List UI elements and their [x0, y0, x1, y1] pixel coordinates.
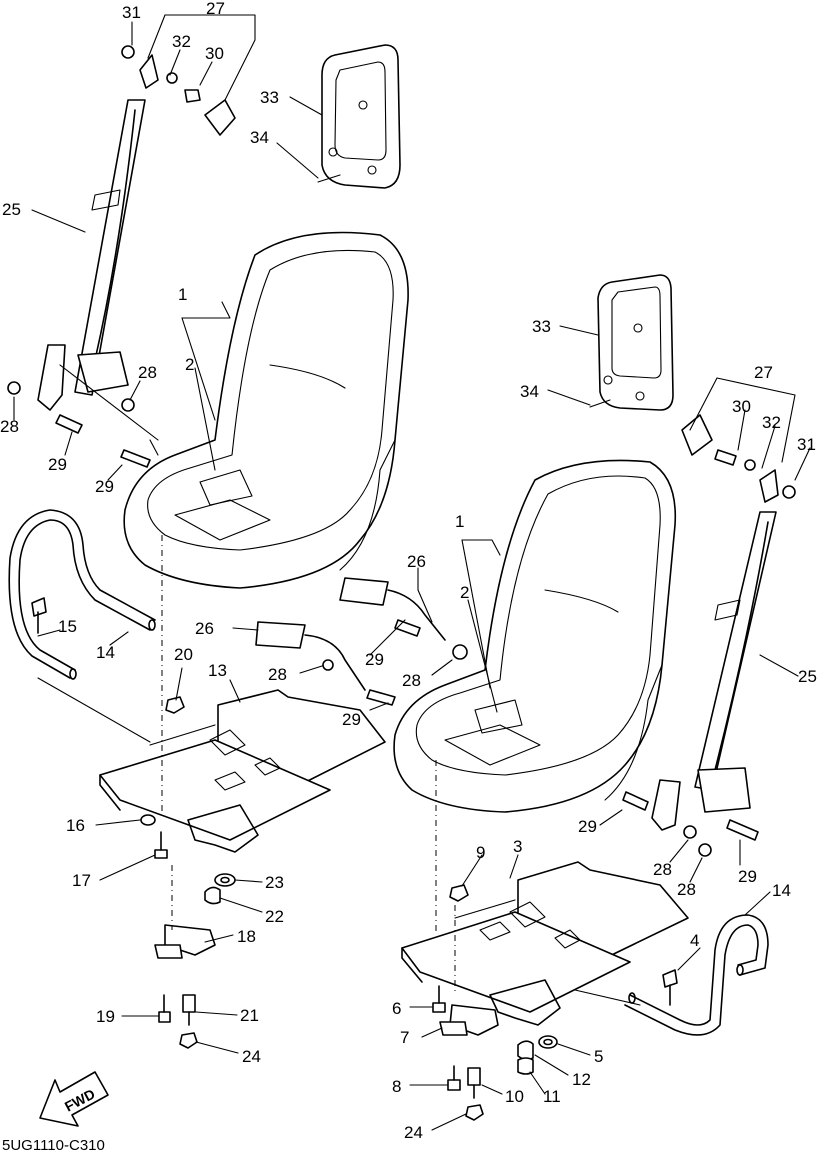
callout-14: 14 [96, 643, 115, 662]
base-plate-right [401, 861, 689, 1026]
callout-28: 28 [0, 417, 19, 436]
callout-29: 29 [342, 710, 361, 729]
grab-bar-left [8, 509, 156, 680]
bolt-15 [31, 597, 47, 634]
callout-13: 13 [208, 661, 227, 680]
seatbelt-left [7, 45, 236, 468]
callout-14: 14 [772, 881, 791, 900]
bracket-18 [154, 924, 216, 959]
callout-10: 10 [505, 1087, 524, 1106]
stud-10 [467, 1067, 481, 1099]
callout-27: 27 [754, 363, 773, 382]
washer-5 [538, 1035, 558, 1049]
pin-34-left [317, 174, 341, 183]
bolt-4 [662, 969, 678, 1006]
bracket-7 [439, 1004, 499, 1036]
callout-28: 28 [677, 880, 696, 899]
buckle-left [255, 621, 396, 706]
callout-29: 29 [365, 650, 384, 669]
callout-28: 28 [268, 665, 287, 684]
stud-21 [182, 994, 196, 1026]
nut-24-left [179, 1032, 198, 1049]
callout-32: 32 [172, 32, 191, 51]
headrest-right [597, 274, 674, 411]
callout-30: 30 [732, 397, 751, 416]
callout-16: 16 [66, 816, 85, 835]
callout-33: 33 [532, 317, 551, 336]
buckle-right [339, 577, 468, 660]
bolt-8 [447, 1065, 461, 1091]
callout-11: 11 [543, 1087, 561, 1106]
bolt-6 [432, 985, 446, 1013]
callout-3: 3 [513, 837, 522, 856]
callout-29: 29 [48, 455, 67, 474]
callout-34: 34 [250, 128, 269, 147]
callout-34: 34 [520, 382, 539, 401]
callout-9: 9 [476, 843, 485, 862]
callout-18: 18 [237, 927, 256, 946]
callout-21: 21 [240, 1006, 259, 1025]
callout-1: 1 [178, 285, 187, 304]
callout-15: 15 [58, 617, 77, 636]
callout-24: 24 [242, 1047, 261, 1066]
callout-26: 26 [407, 552, 426, 571]
callout-27: 27 [206, 0, 225, 18]
callout-28: 28 [402, 671, 421, 690]
callout-29: 29 [738, 867, 757, 886]
leader-4-frame [574, 989, 641, 1006]
callout-29: 29 [578, 817, 597, 836]
callout-32: 32 [762, 413, 781, 432]
diagram-code: 5UG1110-C310 [2, 1137, 105, 1153]
callout-6: 6 [392, 999, 401, 1018]
callout-1: 1 [455, 512, 464, 531]
leader-lines [13, 14, 811, 1131]
callout-7: 7 [400, 1028, 409, 1047]
callout-33: 33 [260, 88, 279, 107]
callout-2: 2 [185, 355, 194, 374]
nut-9 [449, 884, 469, 902]
callout-28: 28 [138, 363, 157, 382]
callout-22: 22 [265, 907, 284, 926]
callout-25: 25 [798, 667, 817, 686]
washer-16 [140, 814, 156, 826]
seatbelt-right [622, 414, 796, 857]
callout-31: 31 [122, 3, 141, 22]
spacer-23 [214, 873, 236, 887]
callout-4: 4 [690, 931, 699, 950]
nut-20 [165, 696, 185, 714]
bolt-17 [154, 831, 168, 859]
grommet-12 [517, 1040, 534, 1061]
bolt-19 [158, 994, 171, 1023]
callout-2: 2 [460, 583, 469, 602]
seat-right [393, 459, 677, 813]
grab-bar-right [624, 914, 769, 1036]
leader-14a-frame [37, 677, 151, 743]
pin-34-right [589, 399, 611, 408]
callout-30: 30 [205, 44, 224, 63]
base-plate-left [99, 689, 386, 853]
callout-28: 28 [653, 860, 672, 879]
headrest-left [321, 44, 401, 189]
callout-29: 29 [95, 477, 114, 496]
callout-5: 5 [594, 1047, 603, 1066]
nut-24-right [465, 1104, 484, 1121]
callout-20: 20 [174, 645, 193, 664]
seat-left [123, 231, 409, 589]
forward-direction-arrow: FWD [39, 1071, 109, 1127]
callout-17: 17 [72, 871, 91, 890]
callout-25: 25 [2, 200, 21, 219]
callout-24: 24 [404, 1123, 423, 1142]
callout-12: 12 [572, 1070, 591, 1089]
callout-23: 23 [265, 873, 284, 892]
callout-19: 19 [96, 1007, 115, 1026]
bushing-11 [517, 1057, 534, 1075]
callout-31: 31 [797, 435, 816, 454]
callout-8: 8 [392, 1077, 401, 1096]
grommet-22 [204, 886, 221, 905]
callout-26: 26 [195, 619, 214, 638]
